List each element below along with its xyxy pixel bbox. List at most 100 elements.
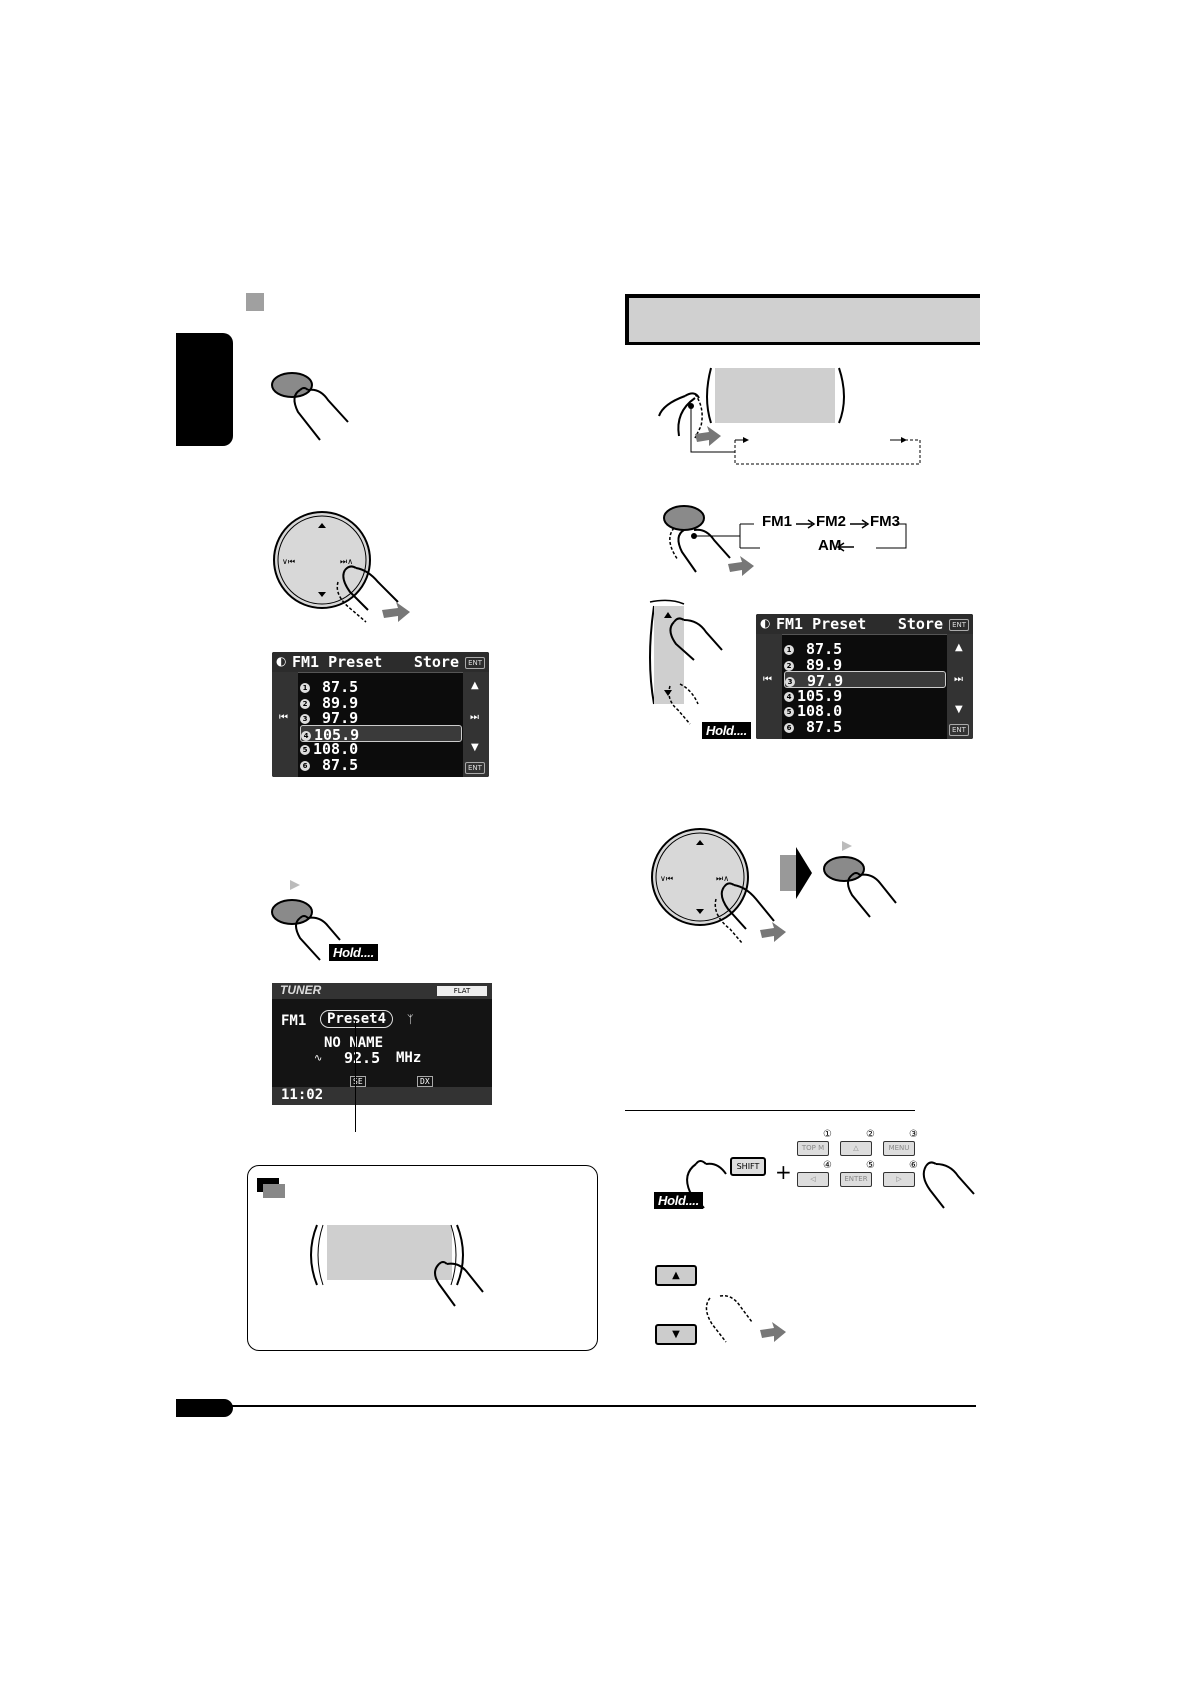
prev-icon[interactable]: ⏮	[279, 712, 288, 723]
section-heading-bar	[625, 294, 980, 345]
remote-down-key[interactable]: ▼	[655, 1324, 697, 1345]
left-side-bar: ⏮	[756, 634, 782, 739]
right-side-bar: ▲ ⏭ ▼ ENT	[947, 634, 973, 739]
preset-row[interactable]: 2 89.9	[784, 655, 944, 674]
remote-key[interactable]: ◁	[797, 1172, 829, 1187]
button-press-illustration	[271, 372, 349, 441]
band-am: AM	[818, 537, 842, 554]
source-label: TUNER	[280, 983, 322, 997]
store-label[interactable]: Store	[413, 653, 459, 671]
dx-indicator: DX	[417, 1076, 433, 1087]
preset-row[interactable]: 6 87.5	[784, 718, 944, 736]
preset-number: 5	[784, 707, 794, 717]
transition-arrow-icon	[780, 855, 796, 891]
preset-frequency: 105.9	[797, 686, 843, 705]
button-icon	[663, 505, 705, 531]
preset-frequency: 87.5	[797, 640, 843, 658]
eq-badge: FLAT	[437, 986, 487, 996]
preset-row[interactable]: 3 97.9	[784, 671, 946, 690]
info-box-icon	[257, 1178, 285, 1198]
band-arrows	[796, 519, 870, 552]
finger-icon	[847, 873, 897, 918]
store-label[interactable]: Store	[897, 615, 943, 633]
dial-down-icon	[696, 909, 704, 914]
preset-frequency: 105.9	[314, 725, 360, 744]
remote-key[interactable]: TOP M	[797, 1141, 829, 1156]
down-icon[interactable]: ▼	[955, 704, 963, 715]
finger-icon	[705, 1294, 753, 1343]
push-arrow-icon	[382, 602, 410, 622]
band-fm1: FM1	[762, 513, 792, 530]
preset-number: 1	[300, 683, 310, 693]
dial-next-icon: ⏭∧	[340, 557, 353, 566]
preset-row[interactable]: 6 87.5	[300, 755, 460, 774]
page-number-tab	[176, 1399, 233, 1417]
next-icon[interactable]: ⏭	[954, 674, 963, 685]
remote-key[interactable]: ENTER	[840, 1172, 872, 1187]
shift-key[interactable]: SHIFT	[730, 1157, 766, 1176]
prev-icon[interactable]: ⏮	[763, 674, 772, 685]
keypad-finger-illustration	[922, 1161, 975, 1209]
preset-frequency: 87.5	[313, 755, 359, 774]
dial-next-icon: ⏭∧	[716, 874, 729, 883]
se-indicator: SE	[350, 1076, 366, 1087]
band-cycle-illustration	[663, 505, 907, 576]
preset-number: 1	[784, 645, 794, 655]
section-bullet	[246, 293, 264, 311]
key-number: ⑤	[866, 1160, 875, 1171]
ent-badge: ENT	[949, 724, 969, 736]
button-icon	[271, 372, 313, 398]
band-label: FM1	[281, 1013, 307, 1029]
preset-number: 2	[784, 660, 794, 671]
key-number: ②	[866, 1129, 875, 1140]
dial-up-icon	[696, 840, 704, 845]
preset-row[interactable]: 3 97.9	[300, 709, 460, 727]
preset-row[interactable]: 1 87.5	[784, 640, 944, 658]
updown-knob-illustration	[649, 599, 723, 725]
preset-row[interactable]: 2 89.9	[300, 693, 460, 712]
band-fm3: FM3	[870, 513, 900, 530]
key-number: ④	[823, 1160, 832, 1171]
down-icon	[664, 690, 672, 696]
remote-key[interactable]: △	[840, 1141, 872, 1156]
button-icon	[823, 856, 865, 882]
next-icon[interactable]: ⏭	[470, 712, 479, 723]
preset-number: 3	[785, 677, 795, 687]
finger-icon	[720, 884, 775, 930]
preset-frequency: 87.5	[313, 678, 359, 696]
remote-key[interactable]: ▷	[883, 1172, 915, 1187]
preset-number: 4	[784, 691, 794, 702]
dial-then-button-illustration: ∨⏮ ⏭∧	[651, 828, 897, 944]
finger-icon	[342, 567, 399, 611]
finger-icon	[293, 388, 349, 441]
down-icon[interactable]: ▼	[471, 742, 479, 753]
push-arrow-icon	[760, 1322, 786, 1342]
finger-icon	[686, 1162, 727, 1209]
up-icon[interactable]: ▲	[955, 642, 963, 653]
up-icon	[664, 612, 672, 618]
ent-badge: ENT	[465, 657, 485, 669]
flow-arrow-icon	[743, 437, 749, 443]
finger-icon	[669, 619, 723, 661]
preset-number: 2	[300, 698, 310, 709]
preset-frequency: 89.9	[313, 693, 359, 712]
preset-frequency: 89.9	[797, 655, 843, 674]
control-dial-illustration: ∨⏮ ⏭∧	[273, 511, 410, 623]
finger-icon	[658, 395, 696, 437]
remote-key[interactable]: MENU	[883, 1141, 915, 1156]
remote-up-key[interactable]: ▲	[655, 1265, 697, 1286]
shift-finger-illustration	[686, 1160, 727, 1209]
preset-frequency: 97.9	[798, 672, 844, 690]
preset-row[interactable]: 1 87.5	[300, 678, 460, 696]
play-indicator-icon	[290, 880, 300, 890]
info-box	[247, 1165, 598, 1351]
hold-label: Hold....	[654, 1192, 703, 1209]
push-arrow-icon	[695, 426, 721, 446]
up-icon[interactable]: ▲	[471, 680, 479, 691]
clock: 11:02	[281, 1087, 324, 1103]
preset-list-screen-right: ◐ FM1 Preset Store ENT ⏮ ▲ ⏭ ▼ ENT 1 87.…	[756, 614, 973, 739]
